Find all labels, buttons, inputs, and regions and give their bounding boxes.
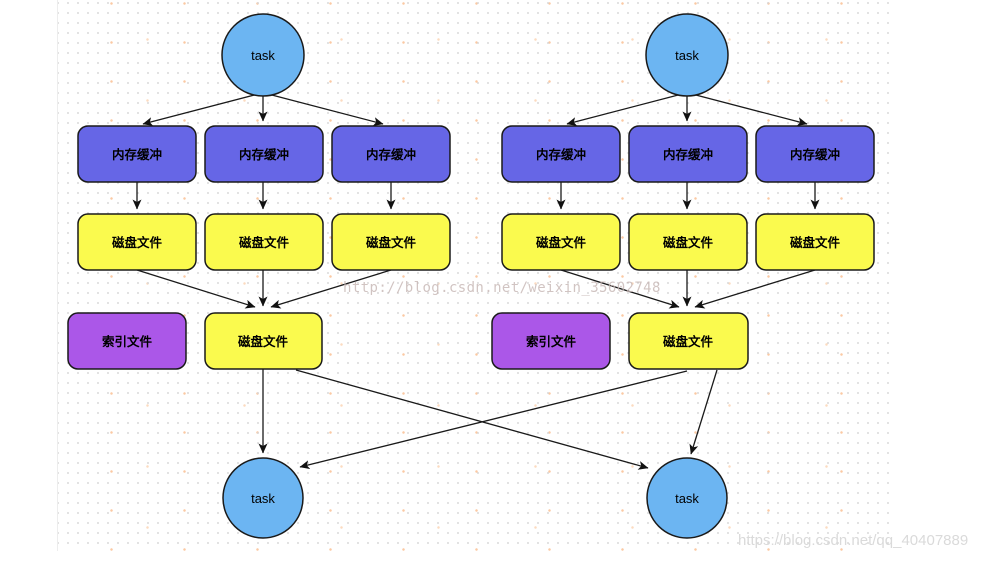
arrow-merge-to-left-sink [299,370,688,470]
arrow-merge-to-right-sink [295,369,649,470]
memory-buffer-label: 内存缓冲 [239,147,289,162]
watermark-center: http://blog.csdn.net/weixin_35602748 [343,280,661,296]
source-task-node [645,13,729,97]
sink-task-node [646,457,728,539]
disk-file-label: 磁盘文件 [365,235,417,250]
memory-buffer-node [331,125,451,183]
memory-buffer-node [628,125,748,183]
memory-buffer-label: 内存缓冲 [112,147,162,162]
arrow-disk1-to-merge [560,269,680,309]
disk-file-node [628,213,748,271]
index-file-label: 索引文件 [102,334,153,349]
disk-file-node [204,213,324,271]
disk-file-node [755,213,875,271]
source-task-label: task [251,48,275,63]
memory-buffer-node [501,125,621,183]
memory-buffer-node [204,125,324,183]
merged-disk-file-node [628,312,749,370]
disk-file-label: 磁盘文件 [238,235,290,250]
arrow-merge-to-right-sink [689,369,718,455]
disk-file-label: 磁盘文件 [662,235,714,250]
memory-buffer-label: 内存缓冲 [663,147,713,162]
index-file-node [491,312,611,370]
arrow-task-to-buffer1 [566,93,683,126]
sink-task-label: task [251,491,275,506]
arrow-disk1-to-merge [136,269,256,309]
disk-file-node [501,213,621,271]
arrow-task-to-buffer3 [267,93,384,126]
right-flow-group: task 内存缓冲 内存缓冲 内存缓冲 磁盘文件 磁盘文件 磁盘文件 索引文件 … [299,13,875,539]
memory-buffer-node [755,125,875,183]
source-task-label: task [675,48,699,63]
merged-disk-file-label: 磁盘文件 [662,334,714,349]
source-task-node [221,13,305,97]
disk-file-label: 磁盘文件 [535,235,587,250]
arrow-disk3-to-merge [270,269,392,309]
dot-grid-background [57,0,890,551]
memory-buffer-label: 内存缓冲 [790,147,840,162]
disk-file-label: 磁盘文件 [111,235,163,250]
watermark-bottom-right: https://blog.csdn.net/qq_40407889 [738,532,969,549]
arrow-disk3-to-merge [694,269,816,309]
merged-disk-file-label: 磁盘文件 [237,334,289,349]
memory-buffer-node [77,125,197,183]
right-flow-arrows [299,93,820,470]
left-flow-group: task 内存缓冲 内存缓冲 内存缓冲 磁盘文件 磁盘文件 磁盘文件 索引文件 … [67,13,649,539]
index-file-node [67,312,187,370]
disk-file-node [331,213,451,271]
merged-disk-file-node [204,312,323,370]
disk-file-node [77,213,197,271]
arrow-task-to-buffer1 [142,93,259,126]
memory-buffer-label: 内存缓冲 [366,147,416,162]
sink-task-node [222,457,304,539]
arrow-task-to-buffer3 [691,93,808,126]
sink-task-label: task [675,491,699,506]
left-flow-arrows [132,93,649,470]
memory-buffer-label: 内存缓冲 [536,147,586,162]
disk-file-label: 磁盘文件 [789,235,841,250]
index-file-label: 索引文件 [526,334,577,349]
